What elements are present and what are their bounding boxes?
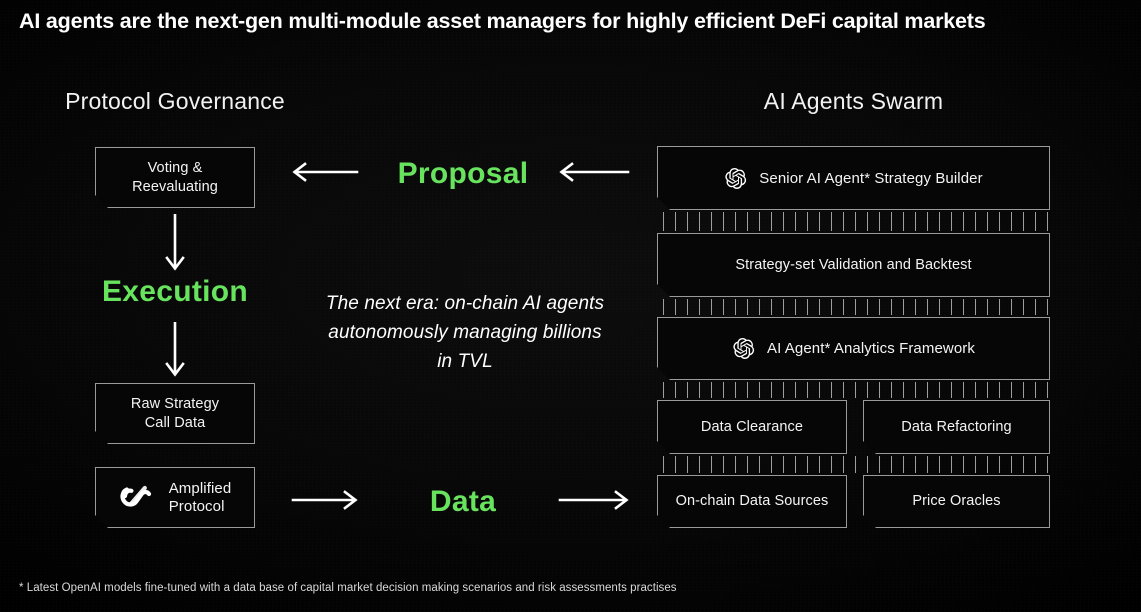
openai-logo-icon <box>724 167 747 190</box>
box-price-oracles[interactable]: Price Oracles <box>863 475 1050 528</box>
execution-arrow-down-bottom-icon <box>165 322 185 377</box>
data-arrow-right-icon <box>558 490 629 510</box>
page-title: AI agents are the next-gen multi-module … <box>19 9 986 33</box>
box-data-refactoring-label: Data Refactoring <box>901 418 1012 435</box>
box-on-chain-data-sources-label: On-chain Data Sources <box>675 493 829 509</box>
box-ai-agent-analytics-framework[interactable]: AI Agent* Analytics Framework <box>657 317 1050 380</box>
box-analytics-framework-label: AI Agent* Analytics Framework <box>767 340 975 357</box>
right-column-heading: AI Agents Swarm <box>763 88 944 114</box>
box-on-chain-data-sources[interactable]: On-chain Data Sources <box>657 475 847 528</box>
box-price-oracles-label: Price Oracles <box>912 493 1001 509</box>
box-amplified-protocol[interactable]: Amplified Protocol <box>95 467 255 528</box>
center-caption: The next era: on-chain AI agents autonom… <box>325 293 605 372</box>
connector-dotted-data-row-to-sources-row <box>663 456 1051 473</box>
box-data-refactoring[interactable]: Data Refactoring <box>863 400 1050 454</box>
flow-label-execution: Execution <box>101 275 249 308</box>
execution-arrow-down-top-icon <box>165 214 185 271</box>
box-strategy-set-validation-backtest[interactable]: Strategy-set Validation and Backtest <box>657 233 1050 297</box>
box-raw-strategy-call-data[interactable]: Raw Strategy Call Data <box>95 383 255 444</box>
box-validation-label: Strategy-set Validation and Backtest <box>735 256 972 273</box>
box-amplified-protocol-label: Amplified Protocol <box>168 479 232 515</box>
connector-dotted-validation-to-analytics <box>663 299 1051 315</box>
connector-dotted-analytics-to-data-row <box>663 382 1051 398</box>
box-raw-strategy-label: Raw Strategy Call Data <box>130 395 220 431</box>
left-column-heading: Protocol Governance <box>65 88 285 114</box>
data-arrow-left-icon <box>291 490 358 510</box>
flow-label-data: Data <box>429 485 497 518</box>
box-voting-reevaluating[interactable]: Voting & Reevaluating <box>95 147 255 208</box>
amplified-protocol-logo-icon <box>119 483 153 513</box>
proposal-arrow-right-icon <box>559 162 630 182</box>
footnote: * Latest OpenAI models fine-tuned with a… <box>19 582 677 594</box>
flow-label-proposal: Proposal <box>397 157 529 190</box>
proposal-arrow-left-icon <box>292 162 359 182</box>
box-senior-ai-agent-strategy-builder[interactable]: Senior AI Agent* Strategy Builder <box>657 146 1050 210</box>
box-senior-ai-agent-label: Senior AI Agent* Strategy Builder <box>759 169 983 187</box>
box-voting-label: Voting & Reevaluating <box>132 159 218 195</box>
connector-dotted-senior-to-validation <box>663 212 1051 231</box>
box-data-clearance[interactable]: Data Clearance <box>657 400 847 454</box>
openai-logo-icon <box>732 337 755 360</box>
box-data-clearance-label: Data Clearance <box>700 418 804 435</box>
